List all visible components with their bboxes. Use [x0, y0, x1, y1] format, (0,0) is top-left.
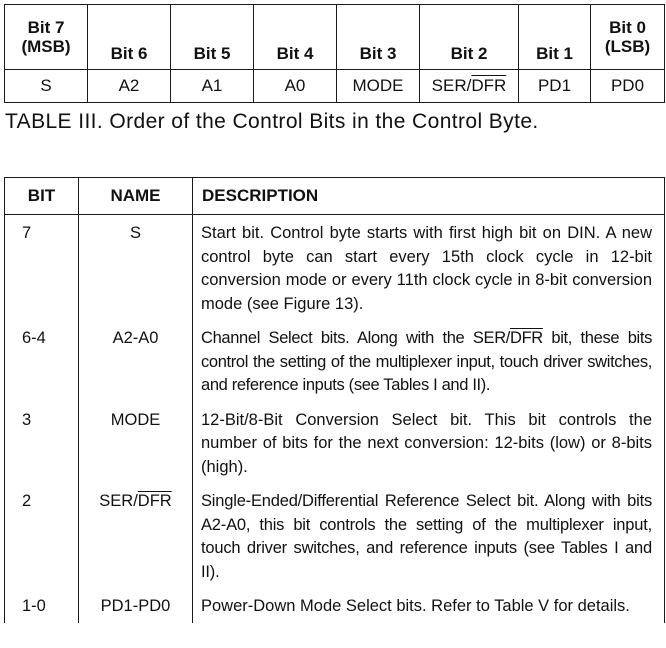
bit-header-cell: Bit 4 — [253, 4, 337, 70]
name-cell: SER/DFR — [78, 483, 193, 588]
table-row: 1-0 PD1-PD0 Power-Down Mode Select bits.… — [4, 588, 665, 623]
table-row: 2 SER/DFR Single-Ended/Differential Refe… — [4, 483, 665, 588]
bit-header-cell: Bit 0 (LSB) — [590, 4, 665, 70]
description-cell: 12-Bit/8-Bit Conversion Select bit. This… — [192, 401, 665, 483]
description-cell: Start bit. Control byte starts with firs… — [192, 214, 665, 320]
bit-value-cell: MODE — [336, 69, 420, 103]
bit-order-table: Bit 7 (MSB) Bit 6 Bit 5 Bit 4 Bit 3 Bit … — [4, 4, 665, 103]
bit-value-cell: A2 — [87, 69, 171, 103]
description-column-header: DESCRIPTION — [192, 177, 665, 215]
ser-text: SER/ — [99, 492, 138, 510]
bit-cell: 3 — [4, 401, 79, 483]
bit-header-cell: Bit 3 — [336, 4, 420, 70]
bit-value-cell: A1 — [170, 69, 254, 103]
bit-value-cell: S — [4, 69, 88, 103]
name-column-header: NAME — [78, 177, 193, 215]
bit-cell: 2 — [4, 483, 79, 588]
description-cell: Channel Select bits. Along with the SER/… — [192, 320, 665, 402]
bit-value-cell: A0 — [253, 69, 337, 103]
bit0-label: Bit 0 — [609, 18, 646, 37]
bit-value-cell: PD0 — [590, 69, 665, 103]
bit-value-cell: PD1 — [518, 69, 591, 103]
bit-cell: 1-0 — [4, 588, 79, 623]
description-text: Channel Select bits. Along with the SER/ — [201, 329, 510, 347]
bit-cell: 7 — [4, 214, 79, 320]
name-cell: PD1-PD0 — [78, 588, 193, 623]
bit7-label: Bit 7 — [27, 18, 65, 37]
dfr-overlined-text: DFR — [471, 76, 507, 95]
description-text: bit, these bits control the setting of t… — [201, 329, 652, 394]
bit-header-cell: Bit 7 (MSB) — [4, 4, 88, 70]
name-cell: MODE — [78, 401, 193, 483]
name-cell: S — [78, 214, 193, 320]
control-bits-header-row: BIT NAME DESCRIPTION — [4, 177, 665, 215]
bit-order-header-row: Bit 7 (MSB) Bit 6 Bit 5 Bit 4 Bit 3 Bit … — [4, 4, 665, 70]
bit-header-cell: Bit 5 — [170, 4, 254, 70]
table-row: 7 S Start bit. Control byte starts with … — [4, 214, 665, 320]
bit-header-cell: Bit 6 — [87, 4, 171, 70]
dfr-overlined-text: DFR — [510, 329, 543, 347]
description-cell: Power-Down Mode Select bits. Refer to Ta… — [192, 588, 665, 623]
bit-order-value-row: S A2 A1 A0 MODE SER/DFR PD1 PD0 — [4, 69, 665, 103]
bit-header-cell: Bit 2 — [419, 4, 519, 70]
description-cell: Single-Ended/Differential Reference Sele… — [192, 483, 665, 588]
bit-value-cell: SER/DFR — [419, 69, 519, 103]
ser-text: SER/ — [431, 76, 472, 95]
table-row: 3 MODE 12-Bit/8-Bit Conversion Select bi… — [4, 401, 665, 483]
lsb-label: (LSB) — [604, 37, 651, 56]
bit-column-header: BIT — [4, 177, 79, 215]
table-row: 6-4 A2-A0 Channel Select bits. Along wit… — [4, 320, 665, 402]
name-cell: A2-A0 — [78, 320, 193, 402]
table-caption: TABLE III. Order of the Control Bits in … — [5, 110, 539, 133]
dfr-overlined-text: DFR — [137, 492, 172, 510]
control-bits-table: BIT NAME DESCRIPTION 7 S Start bit. Cont… — [4, 177, 665, 623]
bit-cell: 6-4 — [4, 320, 79, 402]
bit-header-cell: Bit 1 — [518, 4, 591, 70]
msb-label: (MSB) — [21, 37, 71, 56]
